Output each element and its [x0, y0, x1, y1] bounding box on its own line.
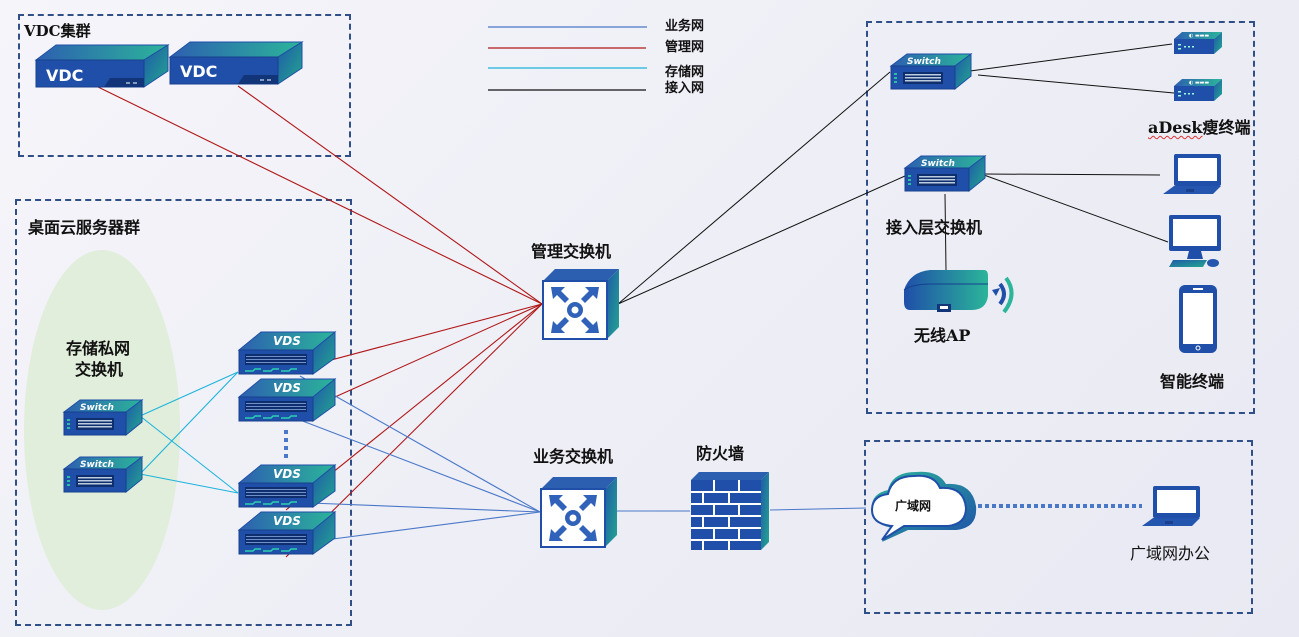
storage-switch-label-line1: 存储私网: [66, 339, 131, 358]
wireless-ap-label: 无线AP: [914, 326, 971, 345]
vdc-cluster-group: [18, 14, 351, 157]
switch-label: Switch: [907, 57, 941, 67]
vdc-label: VDC: [180, 62, 217, 81]
vdc-label: VDC: [46, 66, 83, 85]
desktop-cloud-title: 桌面云服务器群: [28, 218, 141, 237]
desktop-pc-icon[interactable]: [1167, 213, 1223, 269]
switch-label: Switch: [80, 460, 114, 470]
storage-links: [139, 371, 239, 494]
smartphone-icon[interactable]: [1177, 283, 1219, 355]
thin-client-1[interactable]: ◐ ▬▬▬: [1172, 30, 1224, 56]
vdc-server-2[interactable]: VDC: [168, 40, 304, 88]
mgmt-switch-label: 管理交换机: [531, 242, 612, 261]
vds-server-4[interactable]: VDS: [237, 510, 337, 556]
business-links: [299, 375, 867, 543]
mgmt-switch[interactable]: [541, 267, 621, 341]
wan-cloud[interactable]: [868, 468, 980, 550]
laptop-icon[interactable]: [1161, 152, 1223, 196]
wan-cloud-label: 广域网: [895, 499, 932, 513]
vds-label: VDS: [273, 381, 301, 395]
wan-laptop-icon[interactable]: [1140, 484, 1202, 528]
legend-label-access: 接入网: [665, 81, 705, 96]
access-switch-2[interactable]: Switch: [903, 154, 987, 194]
switch-label: Switch: [80, 403, 114, 413]
access-group: [866, 21, 1255, 414]
firewall[interactable]: [689, 470, 771, 552]
vds-server-3[interactable]: VDS: [237, 463, 337, 509]
legend-label-management: 管理网: [665, 40, 705, 55]
svg-text:◐ ▬▬▬: ◐ ▬▬▬: [1189, 33, 1209, 39]
thin-client-label-prefix: aDesk: [1148, 118, 1203, 137]
vds-label: VDS: [273, 514, 301, 528]
vds-server-1[interactable]: VDS: [237, 330, 337, 376]
vds-label: VDS: [273, 334, 301, 348]
wan-group: [864, 440, 1253, 614]
wan-office-label: 广域网办公: [1130, 544, 1211, 563]
desktop-cloud-group: [15, 199, 352, 626]
switch-label: Switch: [921, 159, 955, 169]
legend-label-storage: 存储网: [665, 65, 705, 80]
wireless-ap[interactable]: [902, 268, 1028, 320]
storage-switch-2[interactable]: Switch: [62, 455, 144, 495]
access-switch-label: 接入层交换机: [886, 218, 983, 237]
business-switch-label: 业务交换机: [533, 447, 614, 466]
business-switch[interactable]: [539, 475, 619, 549]
legend-label-business: 业务网: [665, 19, 705, 34]
vds-server-2[interactable]: VDS: [237, 377, 337, 423]
thin-client-label: aDesk瘦终端: [1148, 114, 1251, 138]
firewall-label: 防火墙: [696, 444, 745, 463]
thin-client-2[interactable]: ◐ ▬▬▬: [1172, 77, 1224, 103]
smart-terminal-label: 智能终端: [1160, 372, 1225, 391]
svg-text:◐ ▬▬▬: ◐ ▬▬▬: [1189, 80, 1209, 86]
access-switch-1[interactable]: Switch: [889, 52, 973, 92]
storage-switch-1[interactable]: Switch: [62, 398, 144, 438]
thin-client-label-suffix: 瘦终端: [1202, 118, 1251, 137]
vds-label: VDS: [273, 467, 301, 481]
vdc-cluster-title: VDC集群: [24, 22, 91, 40]
storage-switch-label-line2: 交换机: [75, 360, 124, 379]
vdc-server-1[interactable]: VDC: [34, 43, 170, 91]
access-links: [617, 43, 1175, 305]
